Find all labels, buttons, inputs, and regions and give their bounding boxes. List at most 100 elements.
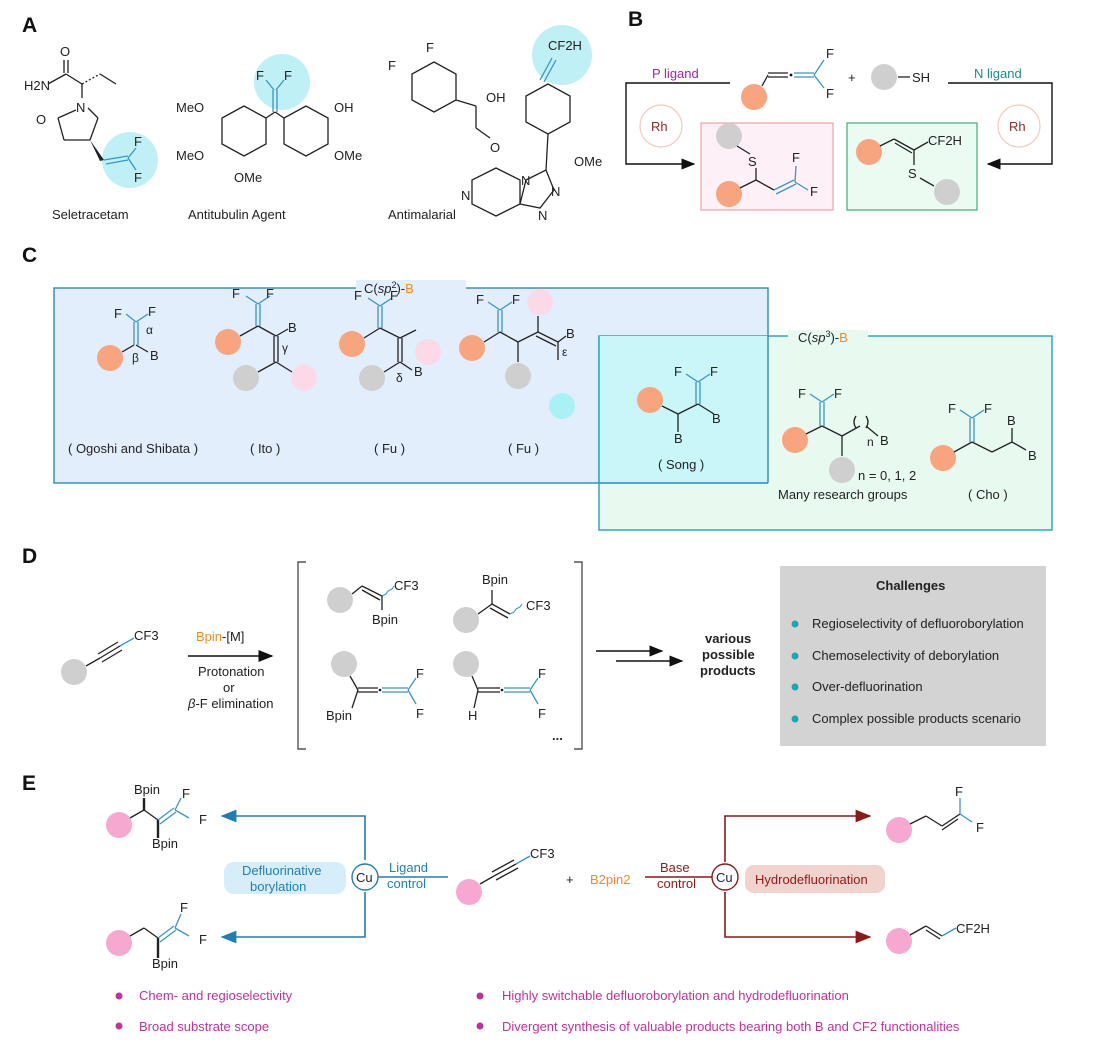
plus-sign: +: [566, 872, 574, 887]
svg-text:Bpin: Bpin: [372, 612, 398, 627]
highlight-item: Broad substrate scope: [139, 1019, 269, 1034]
sp2-box-title: C(sp2)-B: [364, 280, 414, 296]
cf3-alkyne-substrate-e: CF3: [456, 846, 555, 905]
bullet-icon: [791, 652, 799, 660]
panel-b-label: B: [628, 8, 643, 31]
author-label: ( Fu ): [374, 441, 405, 456]
left-bracket: [297, 561, 306, 750]
svg-text:F: F: [674, 364, 682, 379]
svg-text:F: F: [416, 666, 424, 681]
atom-N: N: [551, 184, 560, 199]
svg-text:F: F: [390, 288, 398, 303]
svg-text:Rh: Rh: [651, 119, 668, 134]
atom-S: S: [908, 166, 917, 181]
svg-text:F: F: [199, 812, 207, 827]
structure-cho: F F B B: [930, 401, 1037, 471]
highlights-list: Chem- and regioselectivity Broad substra…: [115, 988, 960, 1034]
compound-name-antimalarial: Antimalarial: [388, 207, 456, 222]
right-bracket: [574, 561, 583, 750]
svg-text:B: B: [1028, 448, 1037, 463]
atom-OMe: OMe: [234, 170, 262, 185]
n-ligand-label: N ligand: [974, 66, 1022, 81]
arrow-to-cf2h-alkene: [724, 892, 872, 944]
epsilon-label: ε: [562, 345, 568, 359]
delta-label: δ: [396, 371, 403, 385]
product-cf2h-alkene: CF2H: [886, 921, 990, 954]
intermediate-4: F F H: [453, 651, 546, 723]
rh-cycle-left: Rh: [639, 104, 683, 148]
bullet-icon: [791, 620, 799, 628]
author-label: ( Song ): [658, 457, 704, 472]
atom-F: F: [134, 170, 142, 185]
arrow-to-gem-diboryl: [220, 809, 366, 860]
ligand-control-label: Ligand: [389, 860, 428, 875]
sp3-box-title: C(sp3)-B: [798, 329, 848, 345]
atom-F: F: [426, 40, 434, 55]
beta-label: β: [132, 351, 139, 365]
outcome-line-1: various: [705, 631, 751, 646]
svg-text:F: F: [182, 786, 190, 801]
atom-F: F: [134, 134, 142, 149]
bullet-icon: [115, 1022, 123, 1030]
svg-text:Bpin: Bpin: [482, 572, 508, 587]
ligand-control-label: control: [387, 876, 426, 891]
svg-text:B: B: [1007, 413, 1016, 428]
arrow-to-monoboryl: [220, 892, 366, 944]
svg-text:Hydrodefluorination: Hydrodefluorination: [755, 872, 868, 887]
svg-text:B: B: [414, 364, 423, 379]
compound-name-antitubulin: Antitubulin Agent: [188, 207, 286, 222]
svg-text:F: F: [476, 292, 484, 307]
svg-text:F: F: [354, 288, 362, 303]
svg-text:F: F: [180, 900, 188, 915]
bullet-icon: [476, 992, 484, 1000]
challenges-background: [780, 566, 1046, 746]
right-path-arrow: [948, 82, 1053, 170]
seletracetam-structure: O H2N N O F F: [24, 44, 158, 188]
svg-text:F: F: [538, 666, 546, 681]
atom-F: F: [388, 58, 396, 73]
orange-substituent: [741, 84, 767, 110]
gray-thiol-substituent: [871, 64, 897, 90]
atom-F: F: [284, 68, 292, 83]
challenge-item: Over-defluorination: [812, 679, 923, 694]
challenges-title: Challenges: [876, 578, 945, 593]
atom-H2N: H2N: [24, 78, 50, 93]
reagent-label: Bpin-[M]: [196, 629, 244, 644]
svg-text:F: F: [266, 286, 274, 301]
outcome-line-2: possible: [702, 647, 755, 662]
svg-text:F: F: [798, 386, 806, 401]
panel-d: D CF3 Bpin-[M] Protonation or β-F elimin…: [22, 545, 1046, 750]
svg-text:B: B: [288, 320, 297, 335]
highlight-item: Divergent synthesis of valuable products…: [502, 1019, 960, 1034]
intermediate-2: Bpin CF3: [453, 572, 551, 633]
svg-text:CF2H: CF2H: [956, 921, 990, 936]
rh-cycle-right: Rh: [997, 104, 1041, 148]
challenges-box: Challenges Regioselectivity of defluorob…: [780, 566, 1046, 746]
structure-song: B F F B: [637, 364, 721, 446]
svg-text:B: B: [712, 411, 721, 426]
author-label: Many research groups: [778, 487, 908, 502]
cu-label: Cu: [356, 870, 373, 885]
base-control-label: control: [657, 876, 696, 891]
atom-F: F: [826, 46, 834, 61]
thiol-SH: SH: [912, 70, 930, 85]
author-label: ( Fu ): [508, 441, 539, 456]
atom-CF2H: CF2H: [928, 133, 962, 148]
outcome-line-3: products: [700, 663, 756, 678]
p-ligand-label: P ligand: [652, 66, 699, 81]
svg-text:borylation: borylation: [250, 879, 306, 894]
atom-OH: OH: [486, 90, 506, 105]
svg-text:F: F: [948, 401, 956, 416]
atom-S: S: [748, 154, 757, 169]
svg-text:F: F: [416, 706, 424, 721]
base-control-label: Base: [660, 860, 690, 875]
atom-N: N: [76, 100, 85, 115]
atom-CF2H: CF2H: [548, 38, 582, 53]
svg-text:F: F: [834, 386, 842, 401]
compound-name-seletracetam: Seletracetam: [52, 207, 129, 222]
structure-ito: F F B γ: [215, 286, 317, 391]
svg-text:F: F: [984, 401, 992, 416]
svg-text:F: F: [148, 304, 156, 319]
arrow-to-gem-difluoroalkene: [724, 809, 872, 862]
